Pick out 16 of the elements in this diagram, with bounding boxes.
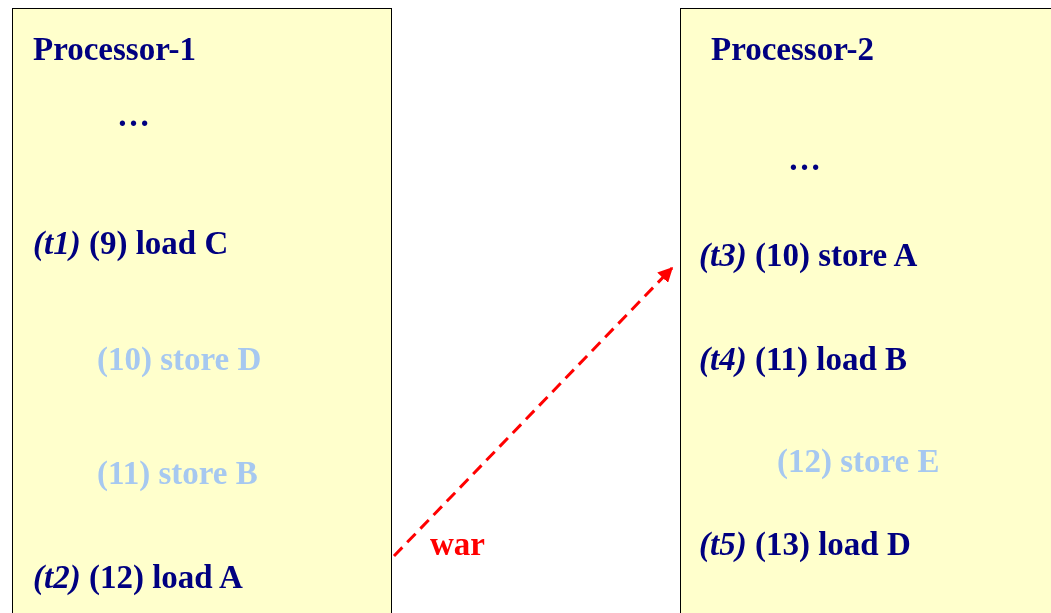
box-heading: Processor-2 <box>711 31 875 68</box>
instruction-text: (t1) (9) load C <box>33 225 229 262</box>
ellipsis-text: … <box>788 141 821 178</box>
box-heading: Processor-1 <box>33 31 197 68</box>
ellipsis-text: … <box>117 97 150 134</box>
processor-box <box>680 8 1051 613</box>
instruction-text: (10) store D <box>97 341 262 378</box>
instruction-text: (11) store B <box>97 455 258 492</box>
processor-box <box>12 8 392 613</box>
instruction-text: (t2) (12) load A <box>33 559 243 596</box>
instruction-text: (t5) (13) load D <box>699 526 911 563</box>
instruction-text: (12) store E <box>777 443 940 480</box>
dashed-arrow <box>392 266 674 558</box>
instruction-text: (t3) (10) store A <box>699 237 918 274</box>
instruction-text: (t4) (11) load B <box>699 341 908 378</box>
edge-label: war <box>430 526 485 563</box>
